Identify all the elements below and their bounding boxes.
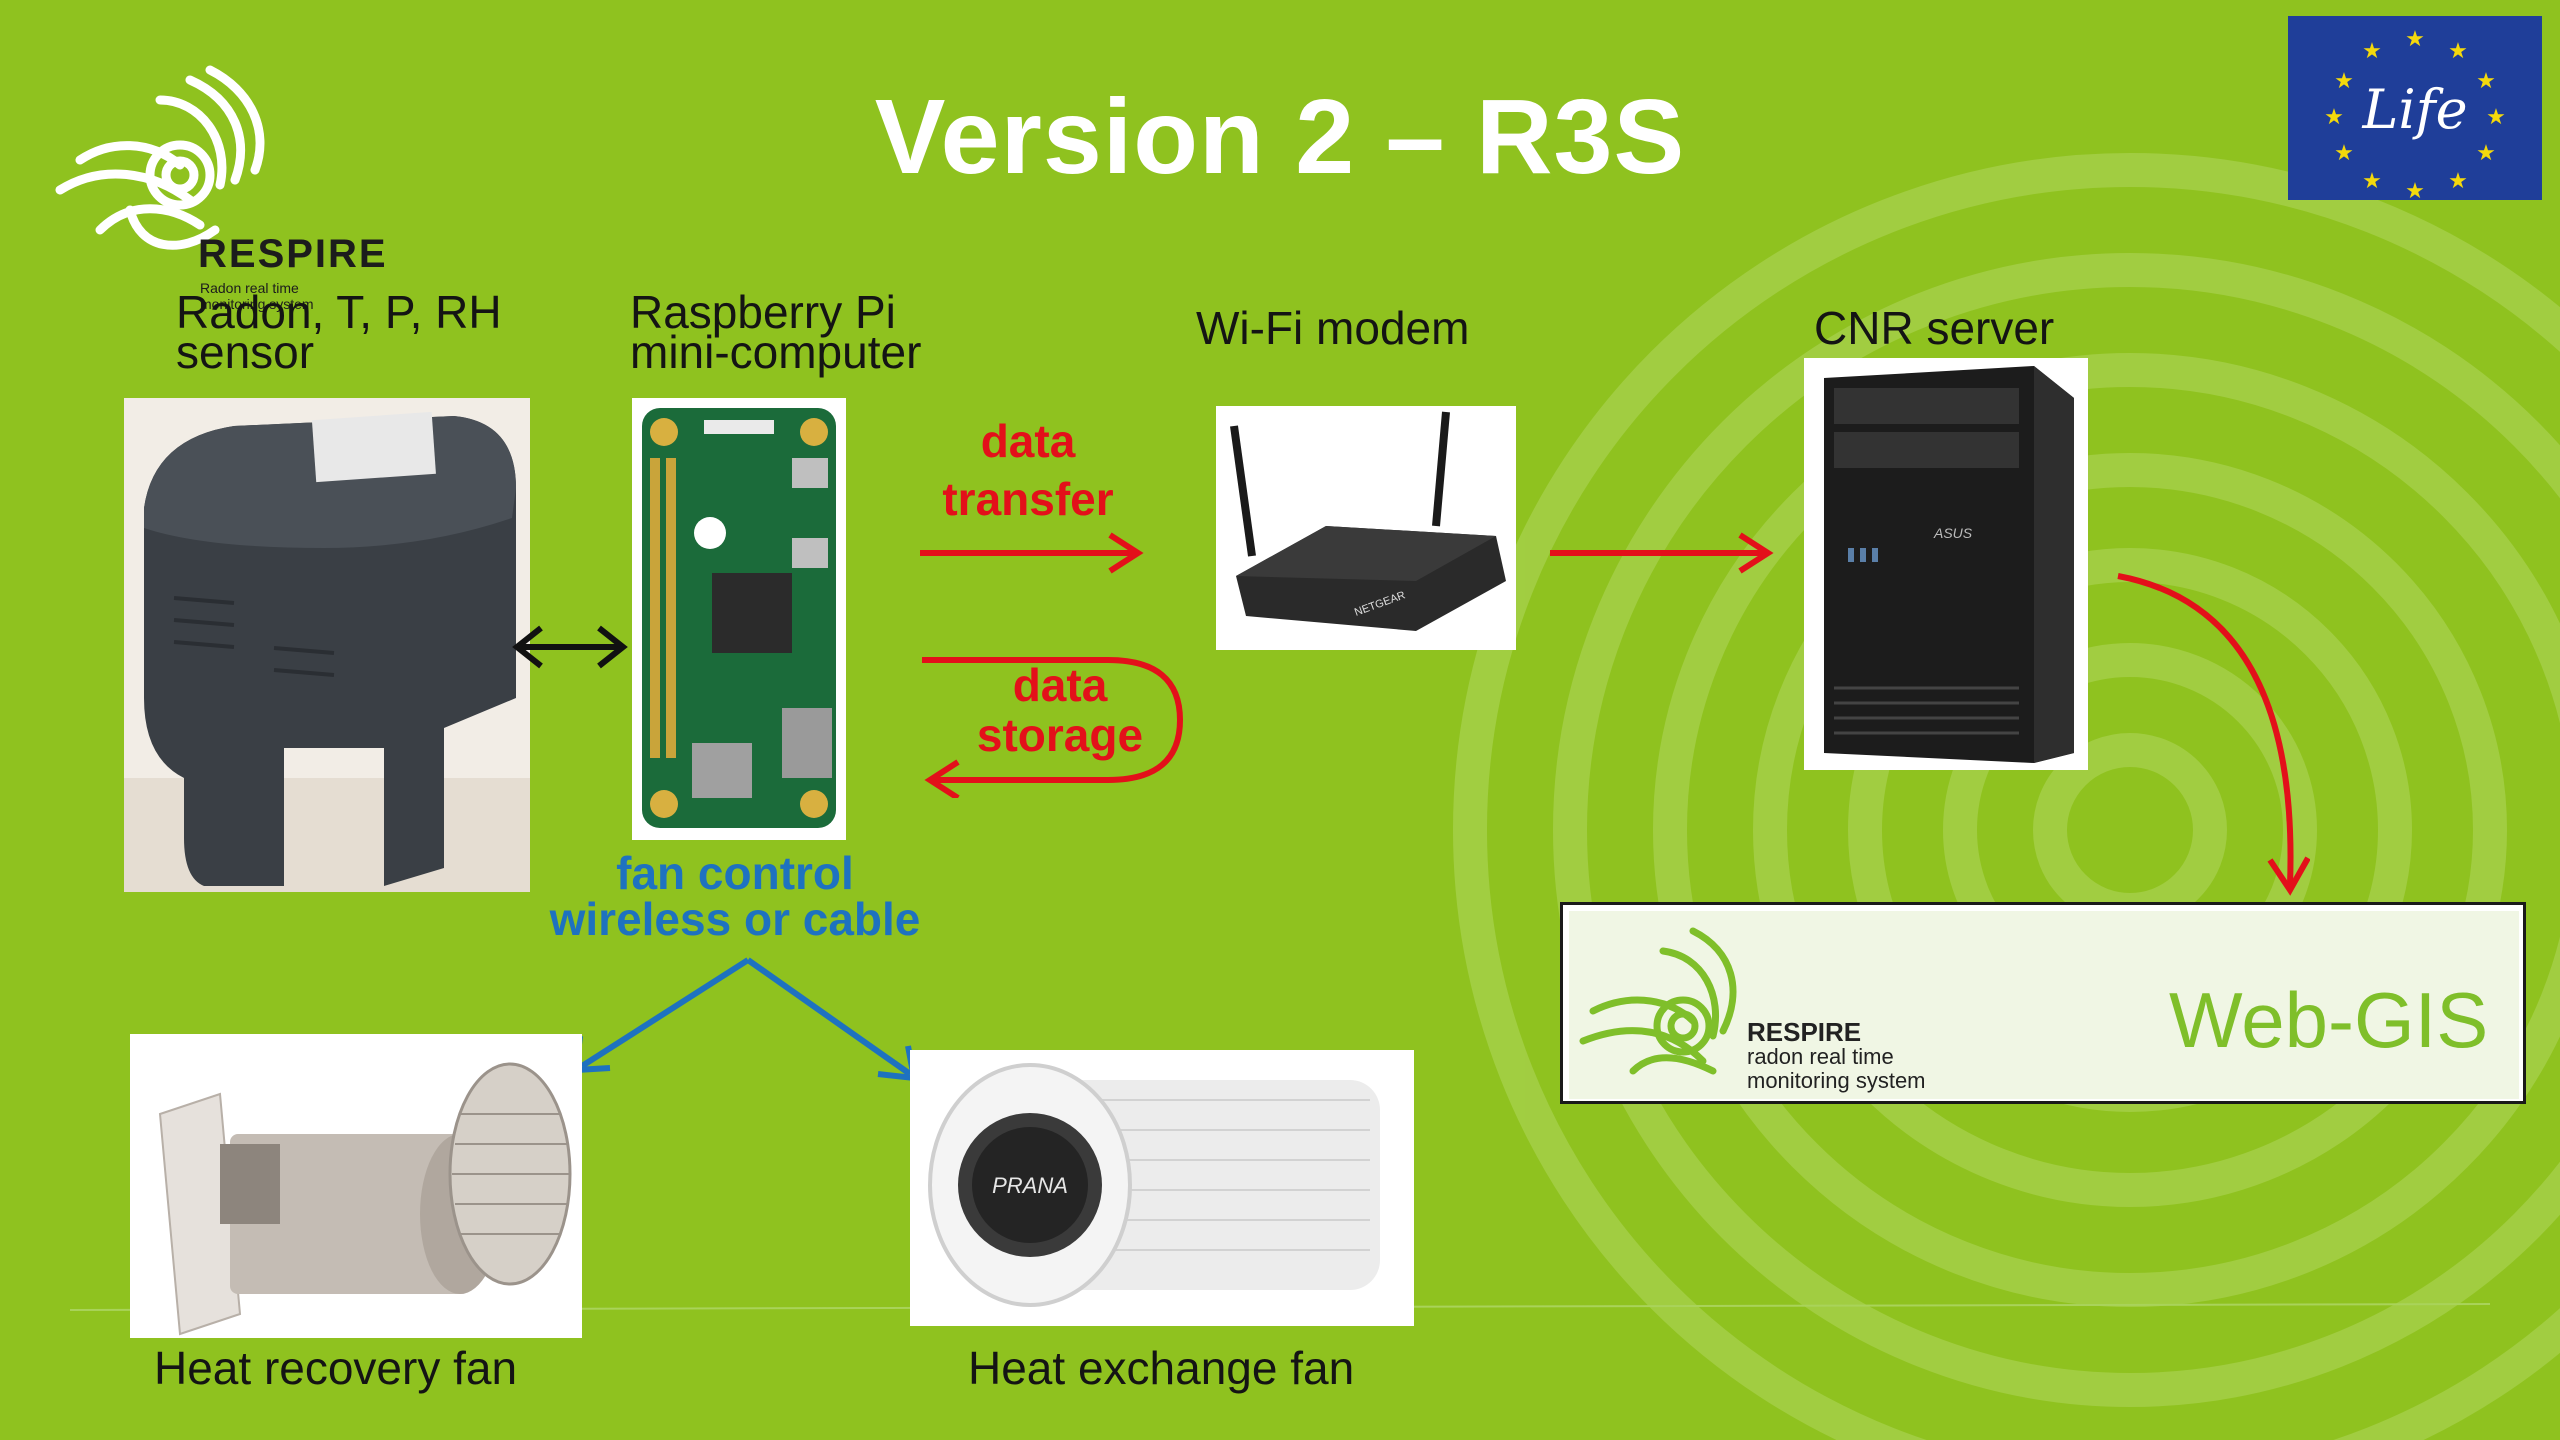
svg-text:★: ★ — [2405, 178, 2425, 200]
svg-text:★: ★ — [2476, 140, 2496, 165]
data-transfer-arrow — [920, 532, 1144, 574]
data-storage-loop-arrow — [922, 657, 1184, 798]
eu-stars-icon: ★ ★ ★ ★ ★ ★ ★ ★ ★ ★ ★ ★ — [2324, 26, 2506, 203]
raspberry-pi-image — [632, 398, 846, 840]
heat-exchange-fan-label: Heat exchange fan — [968, 1342, 1355, 1394]
heat-recovery-fan-image — [130, 1034, 582, 1338]
sensor-label: Radon, T, P, RH sensor — [176, 286, 502, 378]
cnr-server-label: CNR server — [1814, 302, 2055, 354]
sensor-image — [124, 398, 530, 892]
server-webgis-arrow — [2117, 573, 2310, 896]
svg-text:★: ★ — [2405, 26, 2425, 51]
eu-life-text: Life — [2362, 78, 2468, 141]
respire-fingerprint-icon — [55, 65, 265, 250]
svg-text:★: ★ — [2362, 168, 2382, 193]
respire-logo: RESPIRE Radon real time monitoring syste… — [40, 40, 420, 312]
fan-control-arrows — [572, 957, 918, 1082]
svg-text:★: ★ — [2334, 140, 2354, 165]
svg-text:★: ★ — [2324, 104, 2344, 129]
data-transfer-label: data transfer — [942, 415, 1114, 525]
fan-brand-label: PRANA — [992, 1173, 1068, 1198]
page-title: Version 2 – R3S — [874, 78, 1686, 196]
respire-logo-name: RESPIRE — [198, 232, 388, 276]
fan-control-label: fan control wireless or cable — [549, 847, 921, 945]
svg-text:★: ★ — [2448, 38, 2468, 63]
server-brand-label: ASUS — [1933, 525, 1973, 541]
webgis-respire-tagline: radon real time monitoring system — [1747, 1044, 1926, 1093]
svg-text:★: ★ — [2448, 168, 2468, 193]
webgis-banner: RESPIRE radon real time monitoring syste… — [1560, 902, 2526, 1104]
raspberry-pi-label: Raspberry Pi mini-computer — [630, 286, 922, 378]
svg-text:★: ★ — [2334, 68, 2354, 93]
respire-logo-tagline: Radon real time monitoring system — [200, 280, 314, 312]
eu-life-badge: ★ ★ ★ ★ ★ ★ ★ ★ ★ ★ ★ ★ Life — [2288, 16, 2542, 203]
data-storage-label: data storage — [976, 659, 1144, 761]
webgis-title: Web-GIS — [2169, 976, 2489, 1064]
heat-recovery-fan-label: Heat recovery fan — [154, 1342, 518, 1394]
svg-text:★: ★ — [2362, 38, 2382, 63]
heat-exchange-fan-image: PRANA — [910, 1050, 1414, 1326]
modem-server-arrow — [1550, 532, 1774, 574]
webgis-fingerprint-icon — [1579, 927, 1737, 1075]
cnr-server-image: ASUS — [1804, 358, 2088, 770]
webgis-respire-name: RESPIRE — [1747, 1017, 1862, 1047]
wifi-modem-image: NETGEAR — [1216, 406, 1516, 650]
wifi-modem-label: Wi-Fi modem — [1196, 302, 1470, 354]
sensor-pi-double-arrow — [512, 625, 628, 669]
svg-text:★: ★ — [2486, 104, 2506, 129]
webgis-banner-inner — [1569, 911, 2519, 1099]
svg-text:★: ★ — [2476, 68, 2496, 93]
